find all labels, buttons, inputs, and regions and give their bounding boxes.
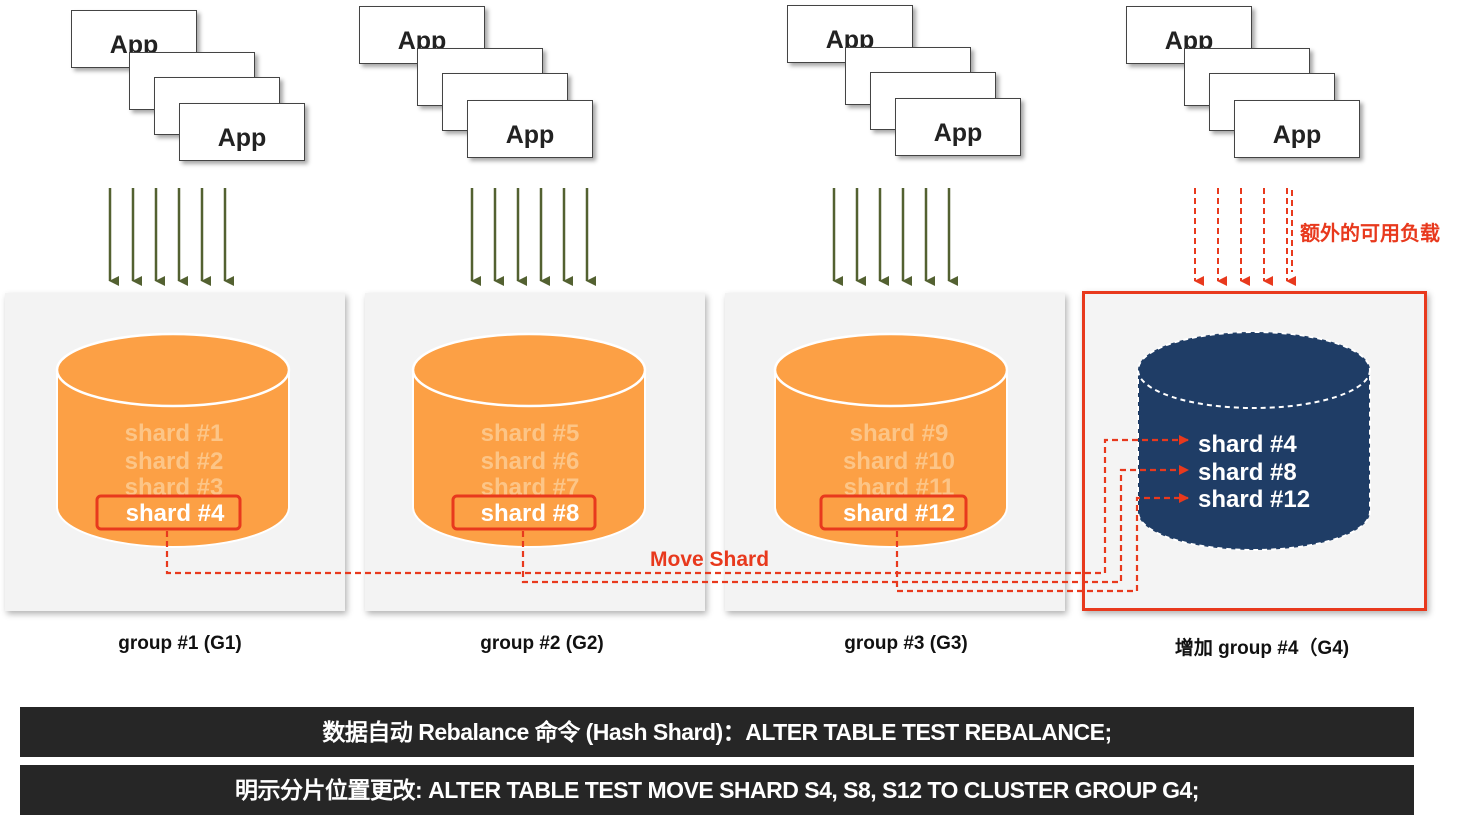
shard-label: shard #6 (481, 448, 580, 475)
shard-label: shard #1 (125, 420, 224, 447)
moved-shard-box-g3 (819, 494, 968, 531)
move-path-shard-4 (165, 435, 1189, 575)
group-label-g1: group #1 (G1) (118, 633, 242, 654)
move-shard-command-bar: 明示分片位置更改: ALTER TABLE TEST MOVE SHARD S4… (20, 765, 1414, 815)
move-shard-label: Move Shard (650, 548, 770, 571)
app-window: App (1234, 100, 1360, 158)
database-cylinder-g4 (1137, 331, 1371, 551)
shard-label: shard #12 (1198, 486, 1310, 513)
app-window: App (467, 100, 593, 158)
shard-label: shard #2 (125, 448, 224, 475)
group-label-g4: 增加 group #4（G4) (1174, 638, 1350, 659)
moved-shard-box-g1 (95, 494, 242, 531)
group-label-g2: group #2 (G2) (480, 633, 604, 654)
shard-label: shard #5 (481, 420, 580, 447)
shard-label: shard #4 (1198, 431, 1297, 458)
rebalance-command-bar: 数据自动 Rebalance 命令 (Hash Shard)：ALTER TAB… (20, 707, 1414, 757)
moved-shard-label: shard #12 (843, 500, 955, 527)
app-window: App (895, 98, 1021, 156)
move-path-shard-12 (895, 493, 1189, 593)
moved-shard-label: shard #8 (481, 500, 580, 527)
extra-load-arrows-g4 (1194, 188, 1296, 286)
shard-label: shard #9 (850, 420, 949, 447)
extra-load-label: 额外的可用负载 (1300, 223, 1440, 245)
app-window: App (179, 103, 305, 161)
shard-label: shard #8 (1198, 459, 1297, 486)
database-cylinder-g3 (773, 332, 1009, 548)
load-arrows-g3 (832, 188, 958, 286)
move-shard-paths (165, 435, 1189, 593)
moved-shard-label: shard #4 (126, 500, 225, 527)
database-cylinder-g1 (55, 332, 291, 548)
load-arrows-g2 (470, 188, 596, 286)
move-path-shard-8 (521, 465, 1189, 584)
database-cylinder-g2 (411, 332, 647, 548)
moved-shard-box-g2 (451, 494, 597, 531)
shard-label: shard #10 (843, 448, 955, 475)
group-label-g3: group #3 (G3) (844, 633, 968, 654)
load-arrows-g1 (108, 188, 234, 286)
